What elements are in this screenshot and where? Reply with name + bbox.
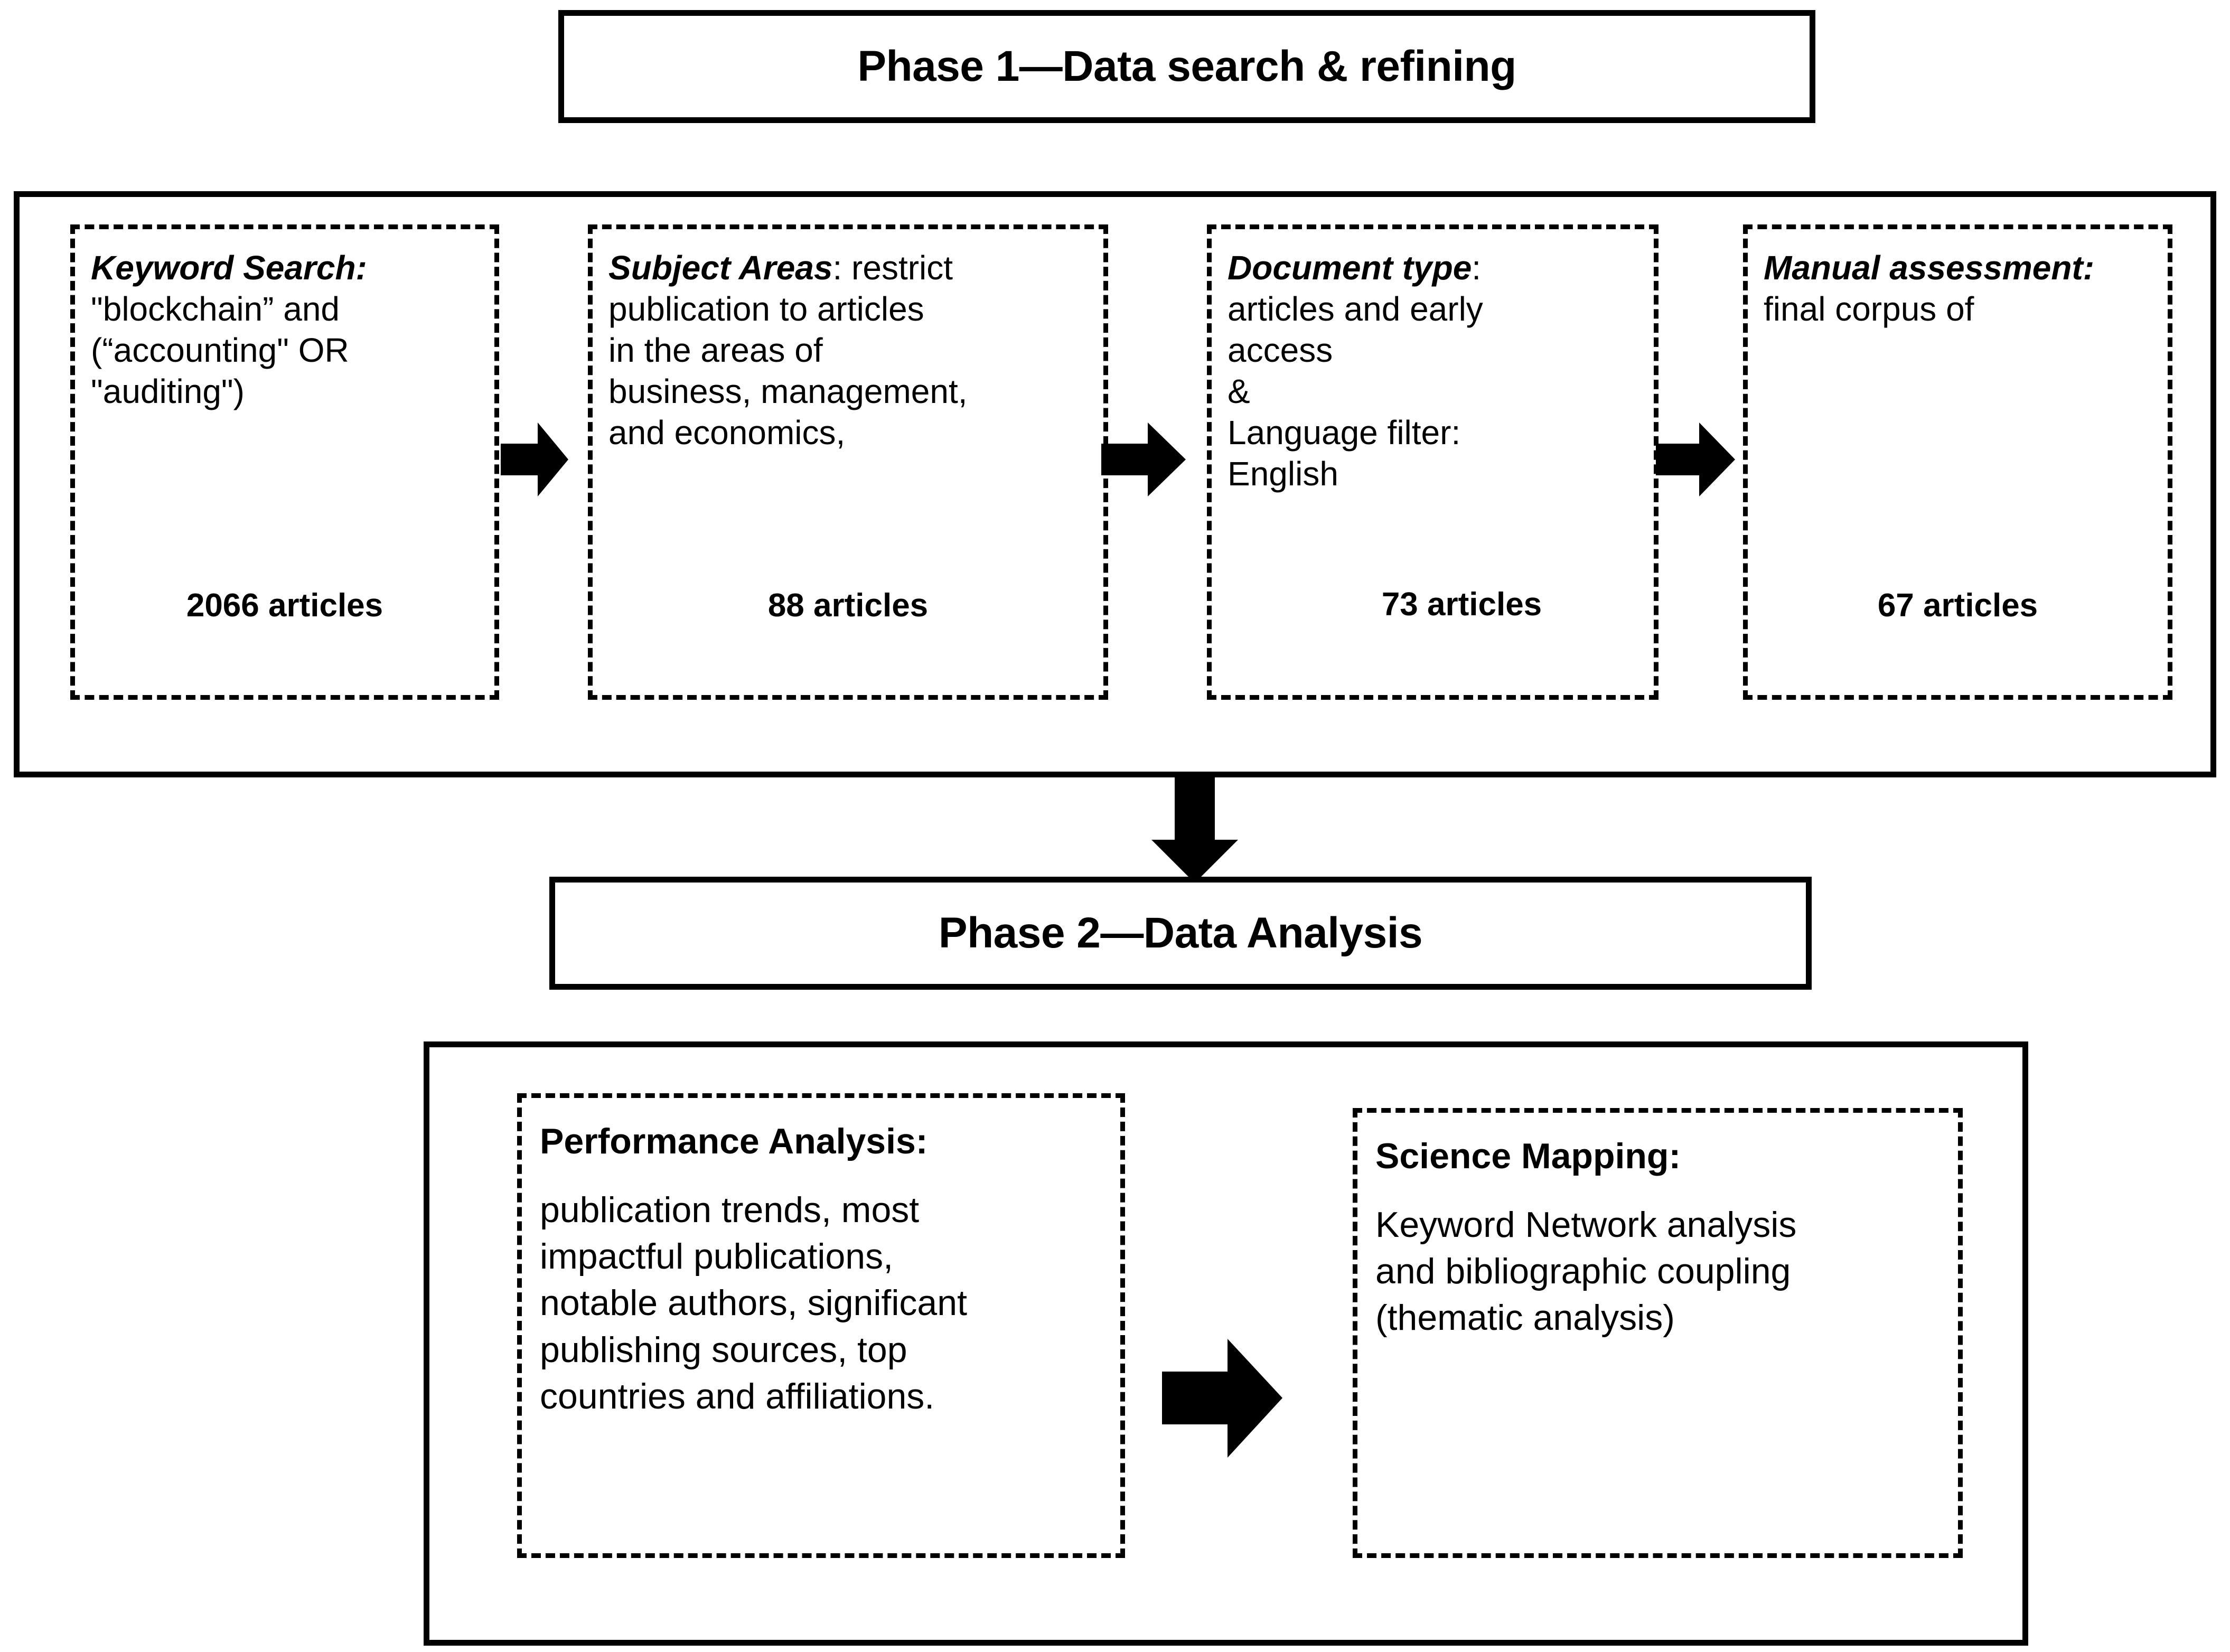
step-box-subject-areas: Subject Areas: restrict publication to a… (588, 224, 1108, 700)
step-4-title-text: Manual assessment: (1764, 249, 2095, 287)
phase-2-banner-label: Phase 2—Data Analysis (938, 908, 1423, 957)
step-box-document-type: Document type: articles and early access… (1207, 224, 1659, 700)
arrow-performance-to-science-icon (1162, 1339, 1282, 1458)
performance-analysis-body: publication trends, most impactful publi… (540, 1189, 967, 1417)
science-mapping-body: Keyword Network analysis and bibliograph… (1375, 1204, 1797, 1338)
step-4-body: final corpus of (1764, 290, 1974, 328)
step-2-title-suffix: : restrict (832, 249, 953, 287)
step-2-title: Subject Areas: restrict (608, 247, 1090, 288)
phase-1-banner: Phase 1—Data search & refining (558, 10, 1815, 123)
step-1-title-text: Keyword Search: (91, 249, 367, 287)
step-3-body: articles and early access & Language fil… (1228, 290, 1483, 493)
phase-2-banner: Phase 2—Data Analysis (549, 877, 1812, 990)
analysis-box-performance: Performance Analysis: publication trends… (517, 1093, 1125, 1558)
step-3-title: Document type: (1228, 247, 1640, 288)
step-2-body: publication to articles in the areas of … (608, 290, 968, 452)
step-3-title-suffix: : (1472, 249, 1482, 287)
phase-1-banner-label: Phase 1—Data search & refining (857, 42, 1516, 90)
step-box-manual-assessment: Manual assessment: final corpus of 67 ar… (1743, 224, 2172, 700)
step-4-count: 67 articles (1877, 587, 2038, 624)
arrow-phase1-to-phase2-icon (1151, 772, 1241, 883)
step-3-title-text: Document type (1228, 249, 1472, 287)
step-box-keyword-search: Keyword Search: "blockchain” and (“accou… (70, 224, 499, 700)
step-1-count: 2066 articles (186, 587, 383, 624)
step-1-title: Keyword Search: (91, 247, 481, 288)
arrow-step3-to-step4-icon (1656, 423, 1735, 496)
step-2-title-text: Subject Areas (608, 249, 833, 287)
step-3-count: 73 articles (1381, 586, 1542, 623)
step-1-body: "blockchain” and (“accounting" OR "audit… (91, 290, 349, 411)
performance-analysis-title: Performance Analysis: (540, 1121, 928, 1161)
science-mapping-title: Science Mapping: (1375, 1136, 1681, 1176)
analysis-box-science-mapping: Science Mapping: Keyword Network analysi… (1353, 1108, 1963, 1558)
step-2-count: 88 articles (767, 587, 929, 624)
step-4-title: Manual assessment: (1764, 247, 2154, 288)
arrow-step1-to-step2-icon (501, 423, 568, 496)
arrow-step2-to-step3-icon (1101, 423, 1186, 496)
